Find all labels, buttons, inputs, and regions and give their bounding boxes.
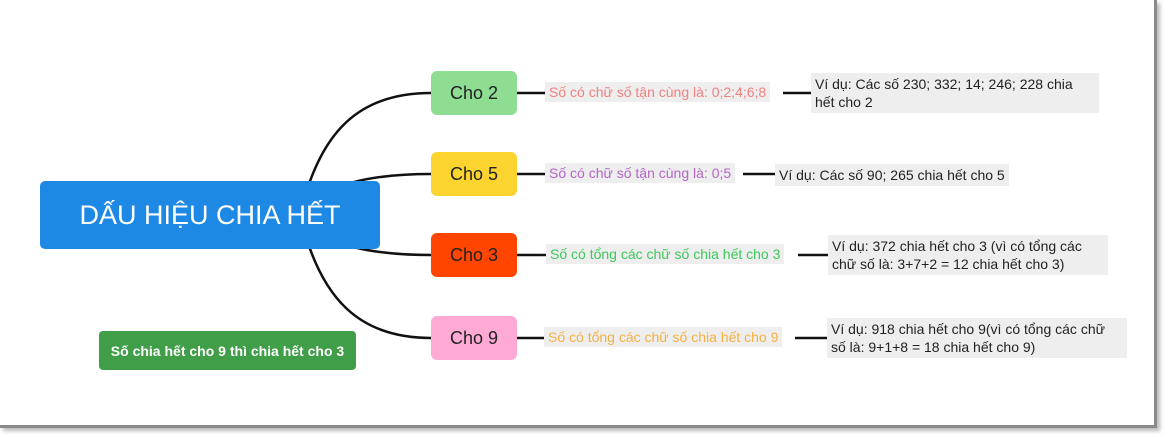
rule-cho-3[interactable]: Số có tổng các chữ số chia hết cho 3 [546, 244, 785, 264]
rule-cho-2[interactable]: Số có chữ số tận cùng là: 0;2;4;6;8 [545, 82, 771, 102]
example-cho-9[interactable]: Ví dụ: 918 chia hết cho 9(vì có tổng các… [827, 318, 1127, 358]
floating-note[interactable]: Số chia hết cho 9 thì chia hết cho 3 [99, 331, 356, 370]
rule-cho-9[interactable]: Số có tổng các chữ số chia hết cho 9 [544, 327, 783, 347]
branch-cho-9[interactable]: Cho 9 [431, 316, 517, 360]
rule-cho-5[interactable]: Số có chữ số tận cùng là: 0;5 [545, 163, 736, 183]
branch-cho-3[interactable]: Cho 3 [431, 233, 517, 277]
root-topic[interactable]: DẤU HIỆU CHIA HẾT [40, 181, 380, 249]
example-cho-3[interactable]: Ví dụ: 372 chia hết cho 3 (vì có tổng cá… [828, 235, 1108, 275]
example-cho-2[interactable]: Ví dụ: Các số 230; 332; 14; 246; 228 chi… [811, 73, 1099, 113]
example-cho-5[interactable]: Ví dụ: Các số 90; 265 chia hết cho 5 [775, 164, 1009, 186]
branch-cho-5[interactable]: Cho 5 [431, 152, 517, 196]
branch-cho-2[interactable]: Cho 2 [431, 71, 517, 115]
